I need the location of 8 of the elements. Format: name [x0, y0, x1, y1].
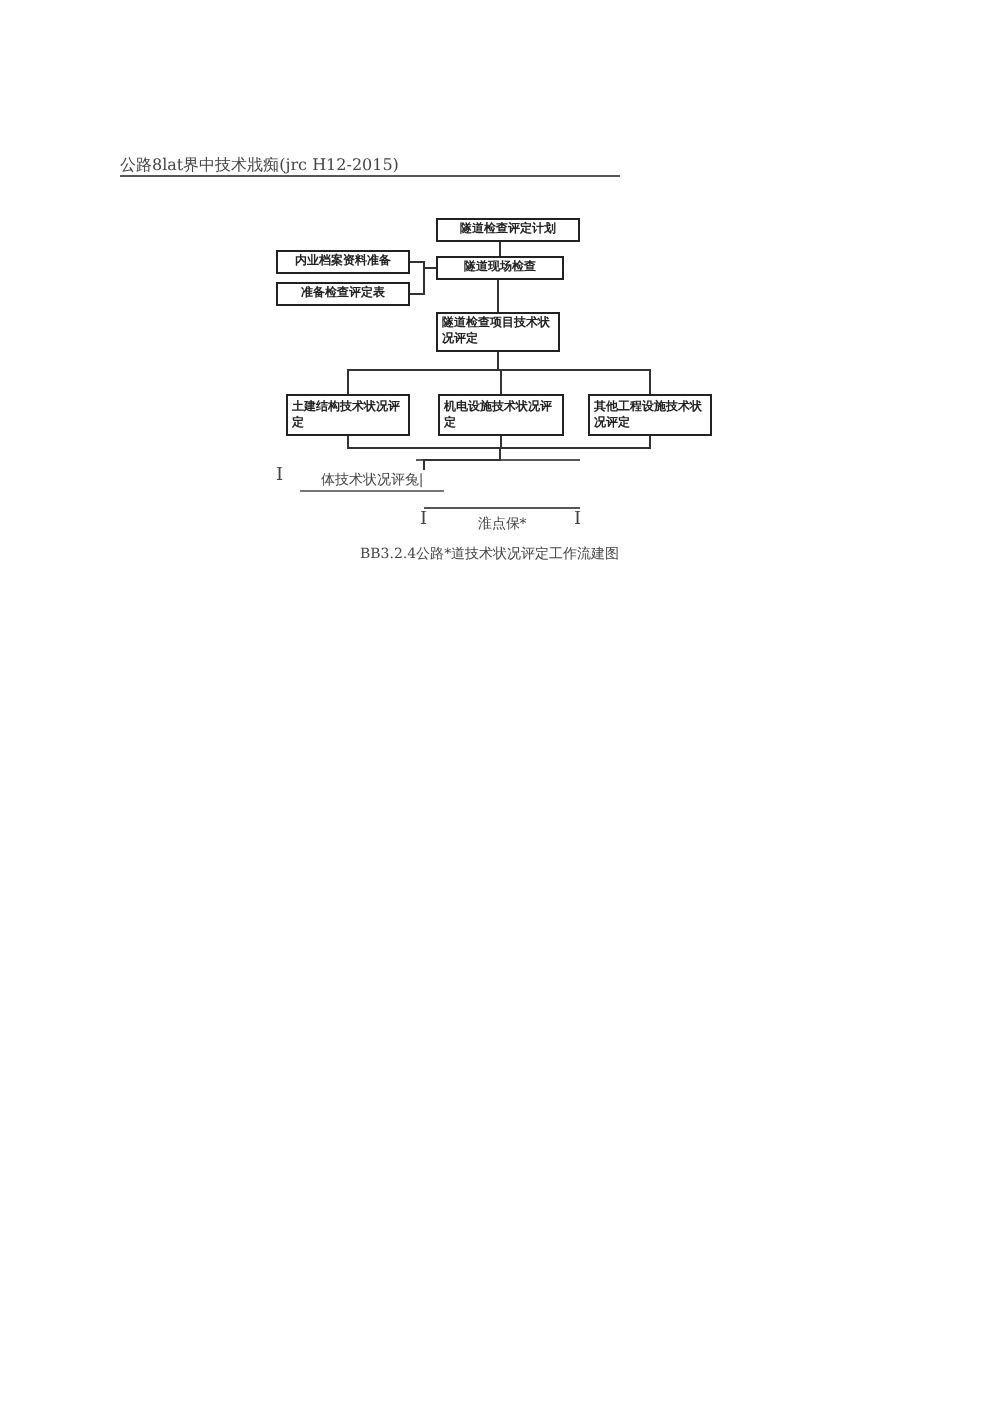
connector-line — [423, 435, 651, 471]
bracket-mark: I — [276, 466, 284, 486]
connector-line — [497, 279, 499, 313]
connector-line — [499, 241, 501, 257]
bracket-mark: I — [574, 510, 582, 530]
header-text: 公路8lat界中技术戕痴(jrc H12-2015) — [120, 154, 399, 176]
bracket-mark: I — [420, 510, 428, 530]
connector-line — [409, 267, 437, 295]
